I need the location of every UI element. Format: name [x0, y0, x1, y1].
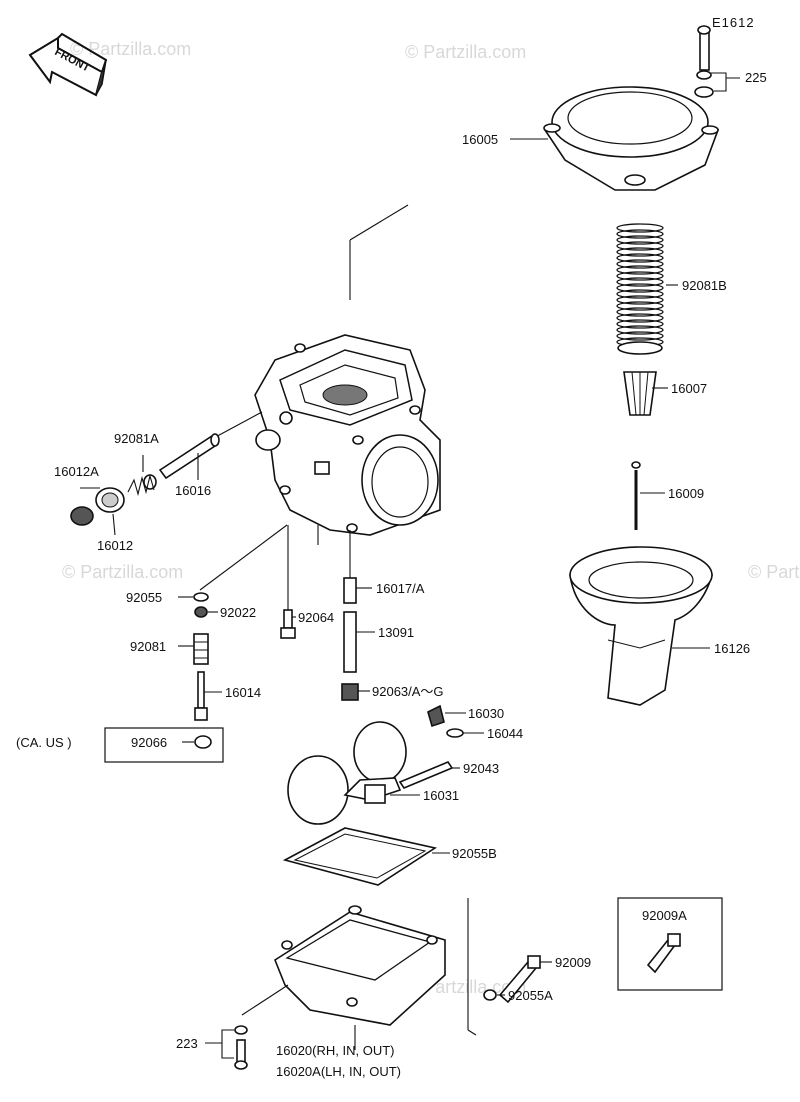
screw-225 — [694, 25, 714, 98]
jet-92064 — [280, 609, 296, 639]
spring-92081A — [127, 473, 155, 497]
spring-coil — [616, 253, 664, 263]
gasket-92055B — [282, 827, 438, 886]
spring-coil — [616, 259, 664, 269]
pin-92043 — [398, 761, 454, 789]
label-92066: 92066 — [131, 735, 167, 750]
leader-16012 — [112, 513, 116, 536]
label-16012: 16012 — [97, 538, 133, 553]
needle-16009 — [631, 461, 641, 530]
leader-225 — [711, 72, 740, 92]
watermarks: © Partzilla.com © Partzilla.com © Partzi… — [62, 39, 800, 997]
label-16009: 16009 — [668, 486, 704, 501]
spring-coil — [616, 223, 664, 233]
spring-coil — [616, 307, 664, 317]
figure-code: E1612 — [712, 15, 755, 30]
main-jet-92063 — [341, 683, 359, 701]
front-arrow-icon: FRONT — [28, 32, 108, 97]
spring-coil — [616, 277, 664, 287]
spring-92081 — [193, 633, 209, 665]
valve-16030 — [427, 704, 445, 728]
o-ring-92055 — [193, 592, 209, 602]
watermark: © Partzilla.com — [70, 39, 191, 59]
spring-coil — [616, 295, 664, 305]
carburetor-body — [254, 204, 441, 536]
float-16031 — [287, 721, 407, 825]
label-16007: 16007 — [671, 381, 707, 396]
pilot-screw-16016 — [143, 433, 220, 490]
label-92043: 92043 — [463, 761, 499, 776]
watermark: © Partzilla.com — [62, 562, 183, 582]
needle-jet-13091 — [343, 611, 357, 673]
label-16020A: 16020A(LH, IN, OUT) — [276, 1064, 401, 1079]
spring-coil — [616, 289, 664, 299]
screw-92009 — [498, 955, 541, 1004]
screw-92009A — [646, 933, 681, 974]
spring-coil — [616, 319, 664, 329]
spring-coil — [616, 325, 664, 335]
spring-coil — [616, 265, 664, 275]
pilot-16014 — [194, 671, 208, 721]
spring-coil — [616, 331, 664, 341]
label-92009A: 92009A — [642, 908, 687, 923]
spring-coil — [616, 271, 664, 281]
leader-223 — [205, 1029, 234, 1059]
screw-223 — [234, 1025, 248, 1070]
o-ring-92055A — [483, 989, 497, 1001]
label-223: 223 — [176, 1036, 198, 1051]
label-92055A: 92055A — [508, 988, 553, 1003]
label-16030: 16030 — [468, 706, 504, 721]
watermark: © Partzilla.com — [748, 562, 800, 582]
plug-92066 — [194, 735, 212, 749]
piston-16126 — [569, 546, 714, 706]
label-16012A: 16012A — [54, 464, 99, 479]
label-92081: 92081 — [130, 639, 166, 654]
label-16031: 16031 — [423, 788, 459, 803]
label-92009: 92009 — [555, 955, 591, 970]
label-92022: 92022 — [220, 605, 256, 620]
label-92064: 92064 — [298, 610, 334, 625]
label-92081B: 92081B — [682, 278, 727, 293]
label-16005: 16005 — [462, 132, 498, 147]
region-note: (CA. US ) — [16, 735, 72, 750]
label-16126: 16126 — [714, 641, 750, 656]
choke-16012 — [95, 487, 125, 513]
spring-coil — [616, 301, 664, 311]
label-92081A: 92081A — [114, 431, 159, 446]
label-92055: 92055 — [126, 590, 162, 605]
cover-16005 — [543, 86, 720, 191]
spring-coil — [616, 247, 664, 257]
jet-16017 — [343, 577, 357, 604]
spring-coil — [616, 241, 664, 251]
label-16014: 16014 — [225, 685, 261, 700]
spring-coil — [616, 235, 664, 245]
spring-92081B — [615, 223, 665, 355]
label-16044: 16044 — [487, 726, 523, 741]
spring-coil — [616, 283, 664, 293]
washer-92022 — [194, 606, 208, 618]
label-13091: 13091 — [378, 625, 414, 640]
float-bowl-16020 — [274, 905, 446, 1026]
label-225: 225 — [745, 70, 767, 85]
label-16017A: 16017/A — [376, 581, 425, 596]
inset-box — [617, 897, 723, 991]
note-box — [104, 727, 224, 763]
needle-holder-16007 — [623, 371, 657, 416]
watermark: © Partzilla.com — [405, 42, 526, 62]
spring-coil — [616, 313, 664, 323]
clip-16044 — [446, 728, 464, 738]
cap-16012A — [70, 506, 94, 526]
spring-coil — [616, 229, 664, 239]
label-16016: 16016 — [175, 483, 211, 498]
label-92063: 92063/A～G — [372, 684, 444, 699]
label-16020: 16020(RH, IN, OUT) — [276, 1043, 394, 1058]
label-92055B: 92055B — [452, 846, 497, 861]
